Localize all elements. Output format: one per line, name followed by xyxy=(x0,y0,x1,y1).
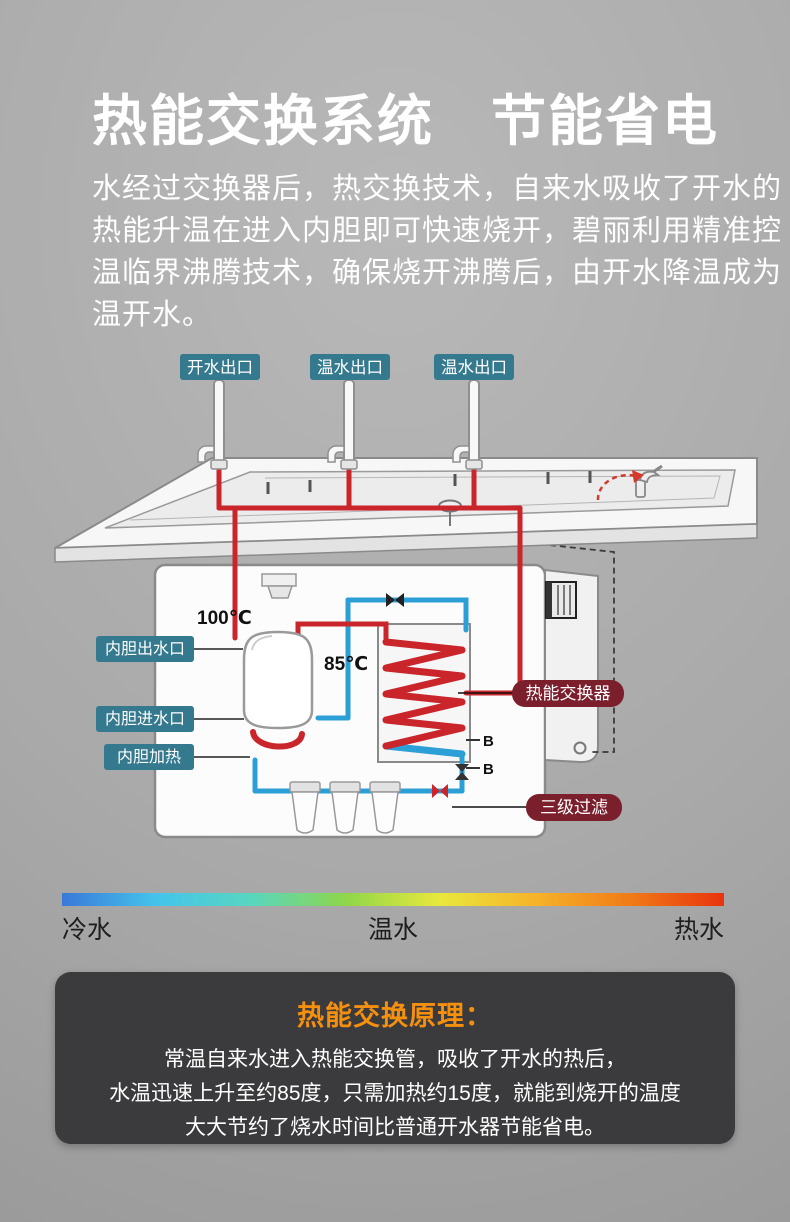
deck-ticks xyxy=(266,471,592,494)
outlet-label-warm-1: 温水出口 xyxy=(317,358,383,377)
component-label-connectors xyxy=(452,692,526,808)
principle-line: 常温自来水进入热能交换管，吸收了开水的热后， xyxy=(164,1048,626,1071)
principle-title: 热能交换原理： xyxy=(297,1001,493,1031)
page-title: 热能交换系统 节能省电 xyxy=(92,90,720,152)
outlet-labels: 开水出口 温水出口 温水出口 xyxy=(180,354,514,380)
label-filtration: 三级过滤 xyxy=(540,798,608,817)
principle-line: 水温迅速上升至约85度，只需加热约15度，就能到烧开的温度 xyxy=(109,1082,681,1105)
rotation-arrow-icon xyxy=(596,470,644,501)
scale-label-cold: 冷水 xyxy=(62,916,113,944)
power-box xyxy=(545,581,577,619)
junction-box xyxy=(261,573,297,599)
intro-line: 温临界沸腾技术，确保烧开沸腾后，由开水降温成为 xyxy=(92,257,783,289)
scale-label-warm: 温水 xyxy=(367,916,418,944)
marker-b-2: B xyxy=(483,761,494,778)
temp-100-label: 100℃ xyxy=(197,608,252,629)
label-heat-exchanger: 热能交换器 xyxy=(526,684,611,703)
label-tank-heating: 内胆加热 xyxy=(117,748,181,766)
inner-tank xyxy=(242,630,314,730)
tank-label-connectors xyxy=(194,648,250,758)
intro-line: 温开水。 xyxy=(92,299,213,331)
temp-85-label: 85℃ xyxy=(324,654,368,675)
exchanger-coil xyxy=(382,638,466,750)
marker-b-1: B xyxy=(483,733,494,750)
tank-heater xyxy=(250,729,305,750)
principle-text: 常温自来水进入热能交换管，吸收了开水的热后， 水温迅速上升至约85度，只需加热约… xyxy=(55,1043,735,1145)
principle-card: 热能交换原理： 常温自来水进入热能交换管，吸收了开水的热后， 水温迅速上升至约8… xyxy=(55,972,735,1144)
wiring-dashed-line xyxy=(539,543,615,753)
panel-hole xyxy=(573,741,587,755)
principle-line: 大大节约了烧水时间比普通开水器节能省电。 xyxy=(185,1116,605,1139)
label-tank-outlet: 内胆出水口 xyxy=(105,640,185,658)
label-tank-inlet: 内胆进水口 xyxy=(105,710,185,728)
temperature-scale-labels: 冷水 温水 热水 xyxy=(62,910,724,946)
sink-illustration xyxy=(54,457,758,563)
system-diagram: 开水出口 温水出口 温水出口 内胆出水口 内胆进水口 内胆加热 热能交换器 三级… xyxy=(54,354,758,839)
tank-labels: 内胆出水口 内胆进水口 内胆加热 xyxy=(96,636,194,770)
faucet-warm-1 xyxy=(327,379,358,470)
valve-icons xyxy=(386,593,469,798)
intro-paragraph: 水经过交换器后，热交换技术，自来水吸收了开水的 热能升温在进入内胆即可快速烧开，… xyxy=(92,168,782,336)
b-markers: B B xyxy=(466,733,494,778)
component-labels: 热能交换器 三级过滤 xyxy=(512,680,624,821)
intro-line: 热能升温在进入内胆即可快速烧开，碧丽利用精准控 xyxy=(92,215,783,247)
intro-line: 水经过交换器后，热交换技术，自来水吸收了开水的 xyxy=(92,173,783,205)
outlet-label-boiling: 开水出口 xyxy=(187,358,253,377)
faucet-boiling xyxy=(197,379,228,470)
outlet-label-warm-2: 温水出口 xyxy=(441,358,507,377)
scale-label-hot: 热水 xyxy=(673,916,724,944)
faucet-warm-2 xyxy=(452,379,483,470)
filter-cartridges xyxy=(289,781,401,834)
temperature-gradient-bar xyxy=(62,893,724,906)
